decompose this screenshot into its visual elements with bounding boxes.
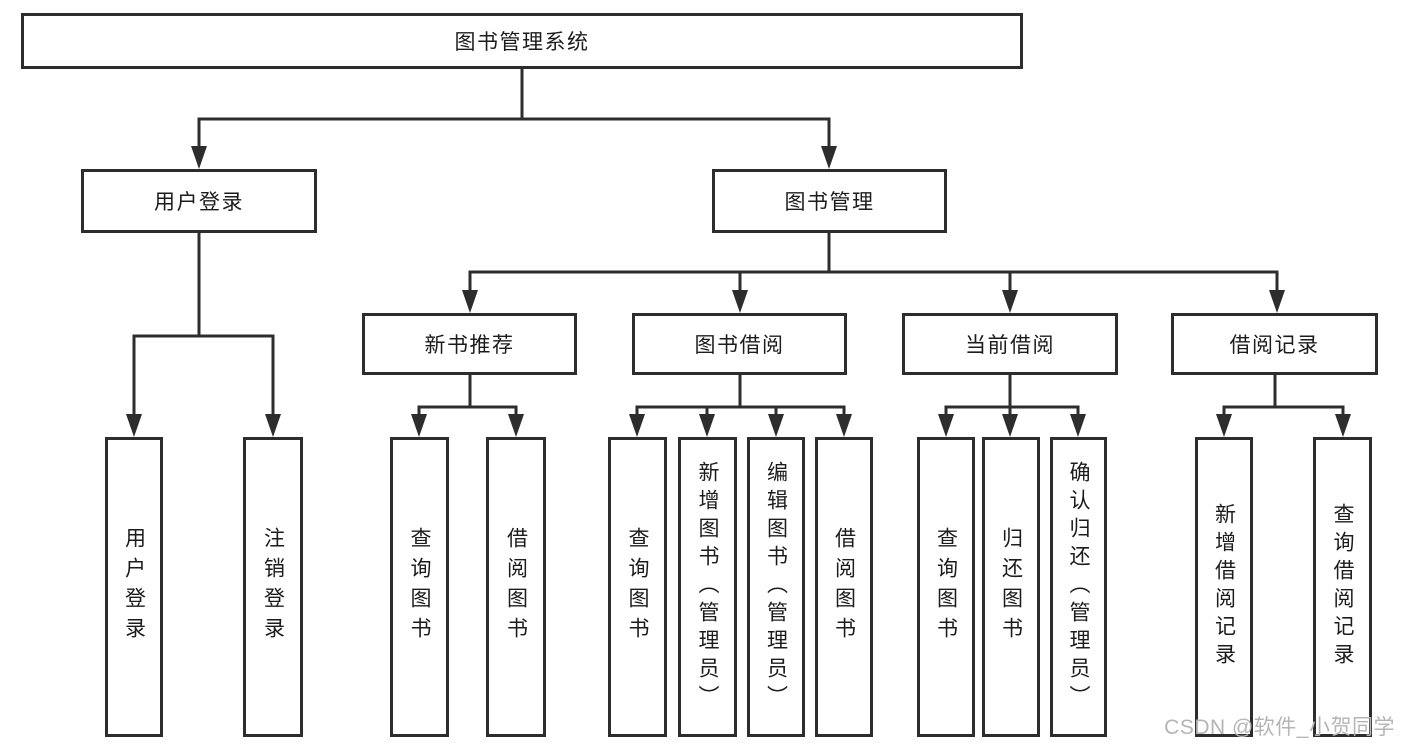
arrow-down-icon	[411, 414, 427, 437]
node-root-library-management-system: 图书管理系统	[21, 13, 1023, 69]
arrow-down-icon	[1216, 414, 1232, 437]
node-leaf-query-books: 查询图书	[608, 437, 667, 737]
node-label: 编辑图书（管理员）	[764, 461, 788, 713]
node-borrowing-records: 借阅记录	[1171, 313, 1378, 375]
node-label: 借阅图书	[832, 527, 856, 647]
node-leaf-query-books: 查询图书	[917, 437, 975, 737]
arrow-down-icon	[1070, 414, 1086, 437]
node-book-borrowing: 图书借阅	[632, 313, 847, 375]
node-label: 新增图书（管理员）	[696, 461, 719, 713]
node-current-borrowing: 当前借阅	[902, 313, 1118, 375]
arrow-down-icon	[126, 414, 142, 437]
node-label: 新增借阅记录	[1212, 503, 1236, 671]
node-label: 归还图书	[999, 527, 1023, 647]
node-label: 查询借阅记录	[1331, 503, 1354, 671]
node-label: 新书推荐	[424, 334, 515, 357]
arrow-down-icon	[768, 414, 784, 437]
node-label: 确认归还（管理员）	[1067, 461, 1090, 713]
csdn-watermark: CSDN @软件_小贺同学	[1164, 716, 1395, 739]
node-label: 查询图书	[408, 527, 431, 647]
node-leaf-confirm-return-admin: 确认归还（管理员）	[1050, 437, 1107, 737]
node-label: 借阅图书	[504, 527, 528, 647]
node-label: 图书管理	[784, 191, 875, 214]
arrow-down-icon	[836, 414, 852, 437]
node-leaf-query-books: 查询图书	[390, 437, 449, 737]
node-label: 图书借阅	[694, 334, 785, 357]
arrow-down-icon	[508, 414, 524, 437]
node-leaf-add-books-admin: 新增图书（管理员）	[678, 437, 737, 737]
node-label: 借阅记录	[1229, 334, 1320, 357]
arrow-down-icon	[1002, 290, 1018, 313]
node-leaf-borrow-books: 借阅图书	[486, 437, 546, 737]
arrowheads	[126, 146, 1351, 437]
node-label: 注销登录	[261, 527, 285, 647]
node-new-book-recommendation: 新书推荐	[362, 313, 577, 375]
arrow-down-icon	[938, 414, 954, 437]
node-leaf-query-borrow-record: 查询借阅记录	[1313, 437, 1372, 737]
arrow-down-icon	[699, 414, 715, 437]
arrow-down-icon	[821, 146, 837, 169]
node-leaf-edit-books-admin: 编辑图书（管理员）	[747, 437, 805, 737]
arrow-down-icon	[191, 146, 207, 169]
arrow-down-icon	[1335, 414, 1351, 437]
node-label: 用户登录	[122, 527, 146, 647]
node-book-management: 图书管理	[712, 169, 947, 233]
node-label: 图书管理系统	[454, 31, 590, 54]
node-leaf-add-borrow-record: 新增借阅记录	[1195, 437, 1253, 737]
node-label: 查询图书	[626, 527, 649, 647]
node-user-login: 用户登录	[81, 169, 317, 233]
node-leaf-borrow-books: 借阅图书	[815, 437, 873, 737]
node-leaf-logout: 注销登录	[243, 437, 303, 737]
node-leaf-return-books: 归还图书	[982, 437, 1040, 737]
node-label: 用户登录	[154, 191, 244, 214]
node-leaf-user-login: 用户登录	[105, 437, 163, 737]
arrow-down-icon	[265, 414, 281, 437]
arrow-down-icon	[1269, 290, 1285, 313]
node-label: 查询图书	[934, 527, 958, 647]
arrow-down-icon	[732, 290, 748, 313]
node-label: 当前借阅	[965, 334, 1055, 357]
arrow-down-icon	[1002, 414, 1018, 437]
arrow-down-icon	[462, 290, 478, 313]
arrow-down-icon	[629, 414, 645, 437]
